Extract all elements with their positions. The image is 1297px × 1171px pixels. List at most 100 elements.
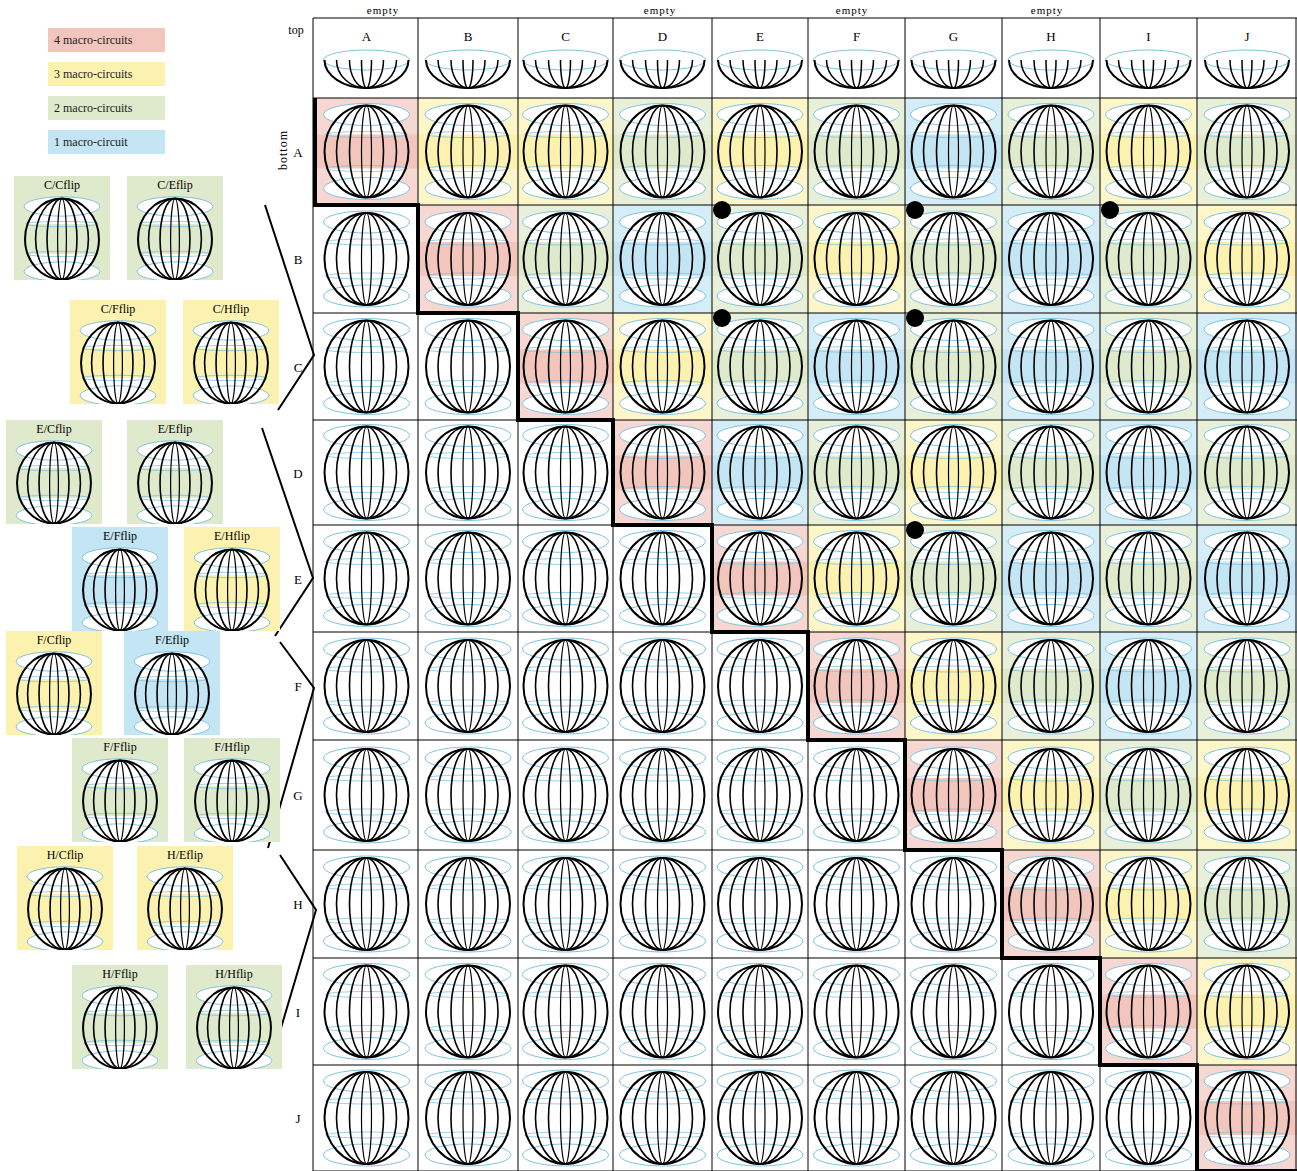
cap-ellipse [27,867,103,886]
cap-ellipse [523,1144,609,1166]
meridian [743,427,777,519]
meridian [350,1072,384,1164]
cap-ellipse [147,867,223,886]
meridian [815,858,899,950]
meridian [1144,427,1154,519]
meridian [743,966,777,1058]
meridian [438,966,498,1058]
meridian [337,858,397,950]
meridian [426,966,510,1058]
meridian [325,640,409,732]
grid-line [313,740,1297,741]
flip-tile: E/Cflip [6,420,102,524]
meridian [1205,1072,1289,1164]
meridian [912,533,996,625]
grid-line [1002,18,1003,1171]
equator-band [1197,135,1297,169]
cell-background [418,205,518,313]
meridian [463,640,473,732]
meridian [730,427,790,519]
cap-ellipse [425,285,511,307]
meridian [350,427,384,519]
meridian [426,321,510,413]
cap-ellipse [324,104,410,126]
meridian [549,533,583,625]
meridian [208,988,261,1069]
cap-ellipse [1106,930,1192,952]
meridian [451,213,485,305]
tile-label: C/Cflip [14,176,110,192]
cap-ellipse [523,285,609,307]
meridian [840,966,874,1058]
cell-background [1100,313,1197,420]
flip-tile: E/Fflip [72,527,168,631]
equator-band [418,135,518,169]
cap-ellipse [1204,285,1290,307]
meridian [730,213,790,305]
cap-ellipse [194,613,270,631]
equator-band [1197,242,1297,276]
meridian [350,966,384,1058]
meridian [138,443,212,524]
meridian [621,1072,705,1164]
meridian [561,858,571,950]
cell-background [1197,525,1297,632]
meridian [912,858,996,950]
meridian [743,640,777,732]
cap-ellipse [1204,1070,1290,1092]
meridian [1217,533,1277,625]
half-meridian [426,60,510,88]
meridian [39,443,69,524]
meridian [116,550,125,631]
meridian [195,761,269,842]
axis-label: bottom [277,130,289,170]
meridian [105,550,135,631]
cap-ellipse [620,1144,706,1166]
flip-tile: F/Eflip [124,631,220,735]
meridian [463,427,473,519]
meridian [1217,213,1277,305]
cap-ellipse [1106,821,1192,843]
cap-ellipse [16,506,92,524]
cap-ellipse [523,747,609,769]
meridian [658,858,668,950]
meridian [1242,640,1252,732]
meridian [718,106,802,198]
half-meridian [840,60,874,88]
meridian [337,427,397,519]
meridian [633,533,693,625]
flip-tile: F/Hflip [184,738,280,842]
cap-ellipse [814,821,900,843]
grid-line [313,420,1297,421]
tile-label: F/Hflip [184,738,280,754]
legend-text: 4 macro-circuits [48,28,165,52]
half-meridian [463,60,473,88]
meridian [949,640,959,732]
cap-ellipse [814,393,900,415]
meridian [438,1072,498,1164]
cell-background [613,420,712,525]
meridian [1144,321,1154,413]
cap-ellipse [620,1070,706,1092]
legend-text: 2 macro-circuits [48,96,165,120]
cap-ellipse [1008,285,1094,307]
tile-label: C/Eflip [127,176,223,192]
flip-tile: C/Cflip [14,176,110,280]
equator-band [905,350,1002,384]
equator-band [1100,778,1197,812]
meridian [912,213,996,305]
meridian [827,1072,887,1164]
cap-ellipse [1204,747,1290,769]
meridian [325,213,409,305]
cap-ellipse [1008,1038,1094,1060]
meridian [524,321,608,413]
meridian [1009,427,1093,519]
cap-ellipse [1204,104,1290,126]
meridian [1132,858,1166,950]
meridian [230,988,239,1069]
cell-background [712,420,808,525]
cap-ellipse [324,930,410,952]
half-meridian [1046,60,1056,88]
meridian [1034,749,1068,841]
cap-ellipse [425,1038,511,1060]
